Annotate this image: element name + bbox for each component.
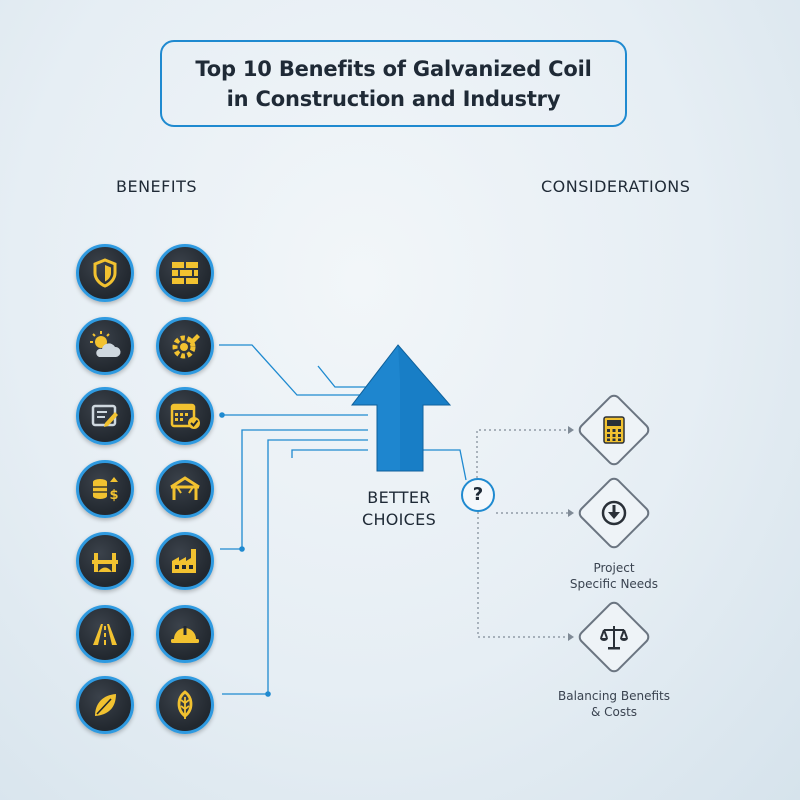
sun-cloud-icon — [76, 317, 134, 375]
calendar-check-icon — [156, 387, 214, 445]
shield-icon — [76, 244, 134, 302]
connector-line-4 — [241, 429, 368, 549]
structure-frame-icon — [156, 460, 214, 518]
coins-dollar-icon: $ — [76, 460, 134, 518]
connector-line-1 — [219, 344, 368, 396]
leaf-icon — [76, 676, 134, 734]
connector-dot-3 — [265, 691, 271, 697]
balancing-label: Balancing Benefits & Costs — [539, 688, 689, 720]
dotted-arrowhead-3 — [568, 633, 574, 641]
leaf-sprout-icon — [156, 676, 214, 734]
balancing-line-1: Balancing Benefits — [558, 689, 670, 703]
brick-wall-icon — [156, 244, 214, 302]
benefits-heading: BENEFITS — [116, 177, 198, 196]
download-circle-icon — [601, 500, 627, 526]
dotted-arrowhead-1 — [568, 426, 574, 434]
balance-scale-icon — [600, 626, 628, 650]
dotted-arrowhead-2 — [568, 509, 574, 517]
connector-line-6 — [267, 439, 368, 694]
better-choices-arrow — [350, 344, 452, 472]
connector-line-9 — [420, 449, 467, 481]
connector-line-8 — [291, 449, 368, 458]
project-needs-line-2: Specific Needs — [569, 577, 659, 591]
connector-dot-1 — [219, 412, 225, 418]
choices-label: CHOICES — [361, 510, 437, 529]
connector-dot-2 — [239, 546, 245, 552]
balancing-line-2: & Costs — [590, 705, 638, 719]
bridge-icon — [76, 532, 134, 590]
project-needs-label: Project Specific Needs — [539, 560, 689, 592]
factory-icon — [156, 532, 214, 590]
calculator-icon — [603, 416, 625, 444]
svg-text:$: $ — [109, 488, 118, 503]
project-needs-line-1: Project — [593, 561, 635, 575]
considerations-heading: CONSIDERATIONS — [541, 177, 691, 196]
dotted-link-3 — [477, 512, 568, 638]
better-label: BETTER — [367, 488, 431, 507]
road-icon — [76, 605, 134, 663]
dotted-link-1 — [476, 429, 568, 478]
connector-line-2 — [317, 365, 368, 388]
hard-hat-icon — [156, 605, 214, 663]
title-line-2: in Construction and Industry — [226, 86, 561, 111]
title-box: Top 10 Benefits of Galvanized Coil in Co… — [160, 40, 627, 127]
gear-wrench-icon — [156, 317, 214, 375]
question-mark-icon: ? — [461, 478, 495, 512]
document-edit-icon — [76, 387, 134, 445]
title-line-1: Top 10 Benefits of Galvanized Coil — [195, 56, 592, 81]
